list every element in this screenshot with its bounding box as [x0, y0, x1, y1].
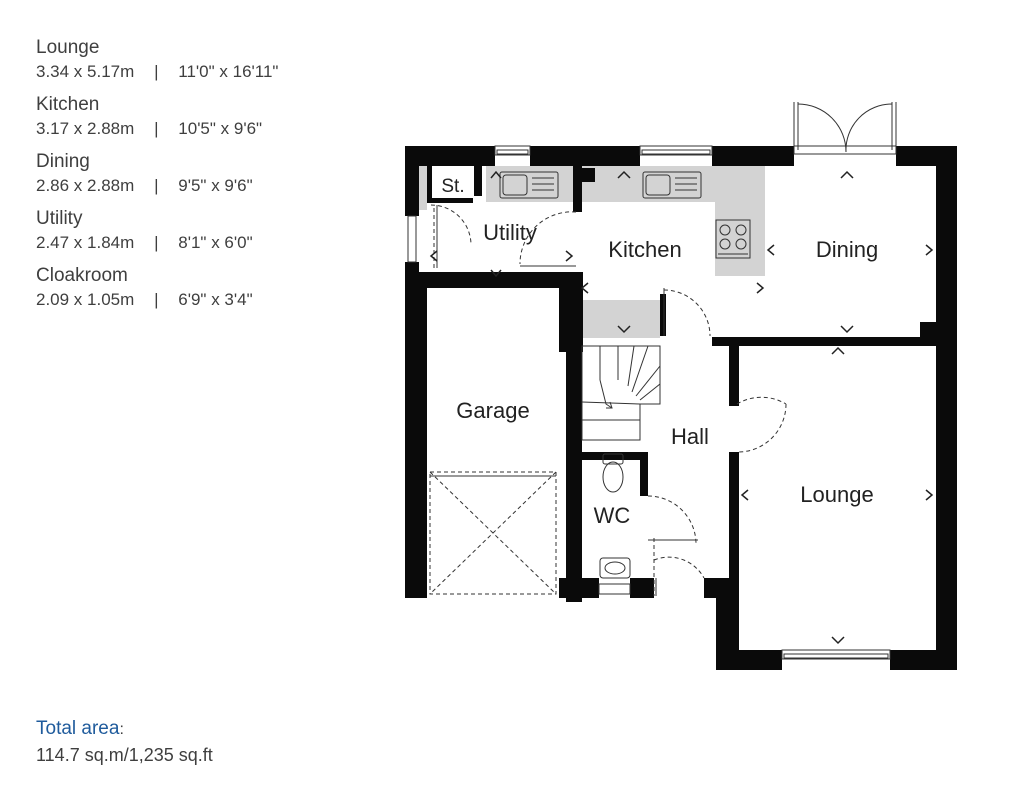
metric-dimensions: 2.09 x 1.05m [36, 290, 135, 309]
total-area-label: Total area [36, 718, 120, 739]
room-label-dining: Dining [816, 237, 878, 262]
room-entry-lounge: Lounge 3.34 x 5.17m | 11'0" x 16'11" [36, 36, 336, 84]
sink-icon [642, 171, 702, 199]
room-dimensions: 2.47 x 1.84m | 8'1" x 6'0" [36, 231, 336, 255]
separator: | [154, 233, 159, 252]
metric-dimensions: 2.86 x 2.88m [36, 176, 135, 195]
metric-dimensions: 3.17 x 2.88m [36, 119, 135, 138]
room-entry-kitchen: Kitchen 3.17 x 2.88m | 10'5" x 9'6" [36, 93, 336, 141]
metric-dimensions: 3.34 x 5.17m [36, 62, 135, 81]
imperial-dimensions: 9'5" x 9'6" [178, 176, 253, 195]
room-name: Lounge [36, 37, 100, 58]
room-entry-utility: Utility 2.47 x 1.84m | 8'1" x 6'0" [36, 207, 336, 255]
room-name: Dining [36, 151, 90, 172]
door-swings [430, 204, 787, 596]
room-label-utility: Utility [483, 220, 537, 245]
total-area-colon: : [119, 721, 124, 738]
separator: | [154, 62, 159, 81]
room-dimensions: 3.17 x 2.88m | 10'5" x 9'6" [36, 117, 336, 141]
separator: | [154, 176, 159, 195]
imperial-dimensions: 11'0" x 16'11" [178, 62, 279, 81]
room-label-lounge: Lounge [800, 482, 873, 507]
room-label-store: St. [441, 176, 464, 197]
dimension-arrows [429, 170, 934, 645]
staircase [581, 345, 661, 441]
metric-dimensions: 2.47 x 1.84m [36, 233, 135, 252]
french-doors [793, 102, 897, 155]
room-label-wc: WC [594, 503, 631, 528]
room-dimensions: 3.34 x 5.17m | 11'0" x 16'11" [36, 60, 336, 84]
room-dimensions: 2.09 x 1.05m | 6'9" x 3'4" [36, 288, 336, 312]
room-schedule: Lounge 3.34 x 5.17m | 11'0" x 16'11" Kitch… [36, 36, 336, 321]
imperial-dimensions: 8'1" x 6'0" [178, 233, 253, 252]
basin-icon [599, 557, 631, 579]
room-name: Utility [36, 208, 83, 229]
room-label-garage: Garage [456, 398, 529, 423]
imperial-dimensions: 10'5" x 9'6" [178, 119, 263, 138]
windows [407, 145, 891, 660]
door-leaves [436, 205, 698, 596]
room-label-kitchen: Kitchen [608, 237, 681, 262]
walls [405, 146, 957, 670]
room-name: Cloakroom [36, 265, 128, 286]
garage-door [429, 471, 557, 595]
room-label-hall: Hall [671, 424, 709, 449]
imperial-dimensions: 6'9" x 3'4" [178, 290, 253, 309]
room-dimensions: 2.86 x 2.88m | 9'5" x 9'6" [36, 174, 336, 198]
separator: | [154, 290, 159, 309]
toilet-icon [602, 453, 624, 493]
room-entry-cloakroom: Cloakroom 2.09 x 1.05m | 6'9" x 3'4" [36, 264, 336, 312]
total-area: Total area: 114.7 sq.m/1,235 sq.ft [36, 716, 213, 768]
room-entry-dining: Dining 2.86 x 2.88m | 9'5" x 9'6" [36, 150, 336, 198]
worktops [419, 166, 765, 338]
room-name: Kitchen [36, 94, 100, 115]
sink-icon [499, 171, 559, 199]
separator: | [154, 119, 159, 138]
total-area-value: 114.7 sq.m/1,235 sq.ft [36, 745, 213, 765]
hob-icon [715, 219, 751, 259]
